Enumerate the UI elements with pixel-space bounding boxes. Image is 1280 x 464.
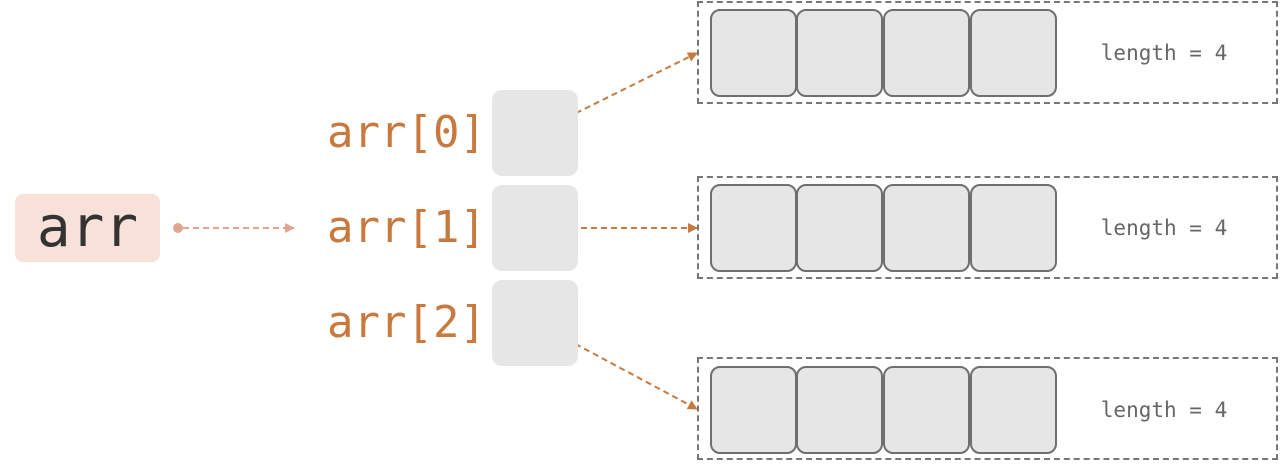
length-label-1: length = 4 <box>1100 216 1228 240</box>
sub-array-frame-2 <box>697 357 1278 460</box>
reference-cell-1 <box>492 185 578 271</box>
length-label-0: length = 4 <box>1100 41 1228 65</box>
index-label-2: arr[2] <box>327 297 486 348</box>
array-cell <box>970 184 1057 272</box>
array-cell <box>710 9 797 97</box>
array-cell <box>883 9 970 97</box>
array-cell <box>883 366 970 454</box>
array-cell <box>970 366 1057 454</box>
array-cell <box>883 184 970 272</box>
variable-arrow-dot <box>173 223 183 233</box>
variable-name: arr <box>36 195 139 260</box>
length-label-2: length = 4 <box>1100 398 1228 422</box>
variable-box: arr <box>15 194 160 262</box>
sub-array-frame-1 <box>697 176 1278 279</box>
reference-cell-0 <box>492 90 578 176</box>
array-cell <box>710 184 797 272</box>
index-label-1: arr[1] <box>327 202 486 253</box>
array-cell <box>796 366 883 454</box>
array-cell <box>710 366 797 454</box>
index-label-0: arr[0] <box>327 107 486 158</box>
sub-array-frame-0 <box>697 1 1278 104</box>
reference-cell-2 <box>492 280 578 366</box>
array-cell <box>796 184 883 272</box>
array-cell <box>796 9 883 97</box>
array-cell <box>970 9 1057 97</box>
